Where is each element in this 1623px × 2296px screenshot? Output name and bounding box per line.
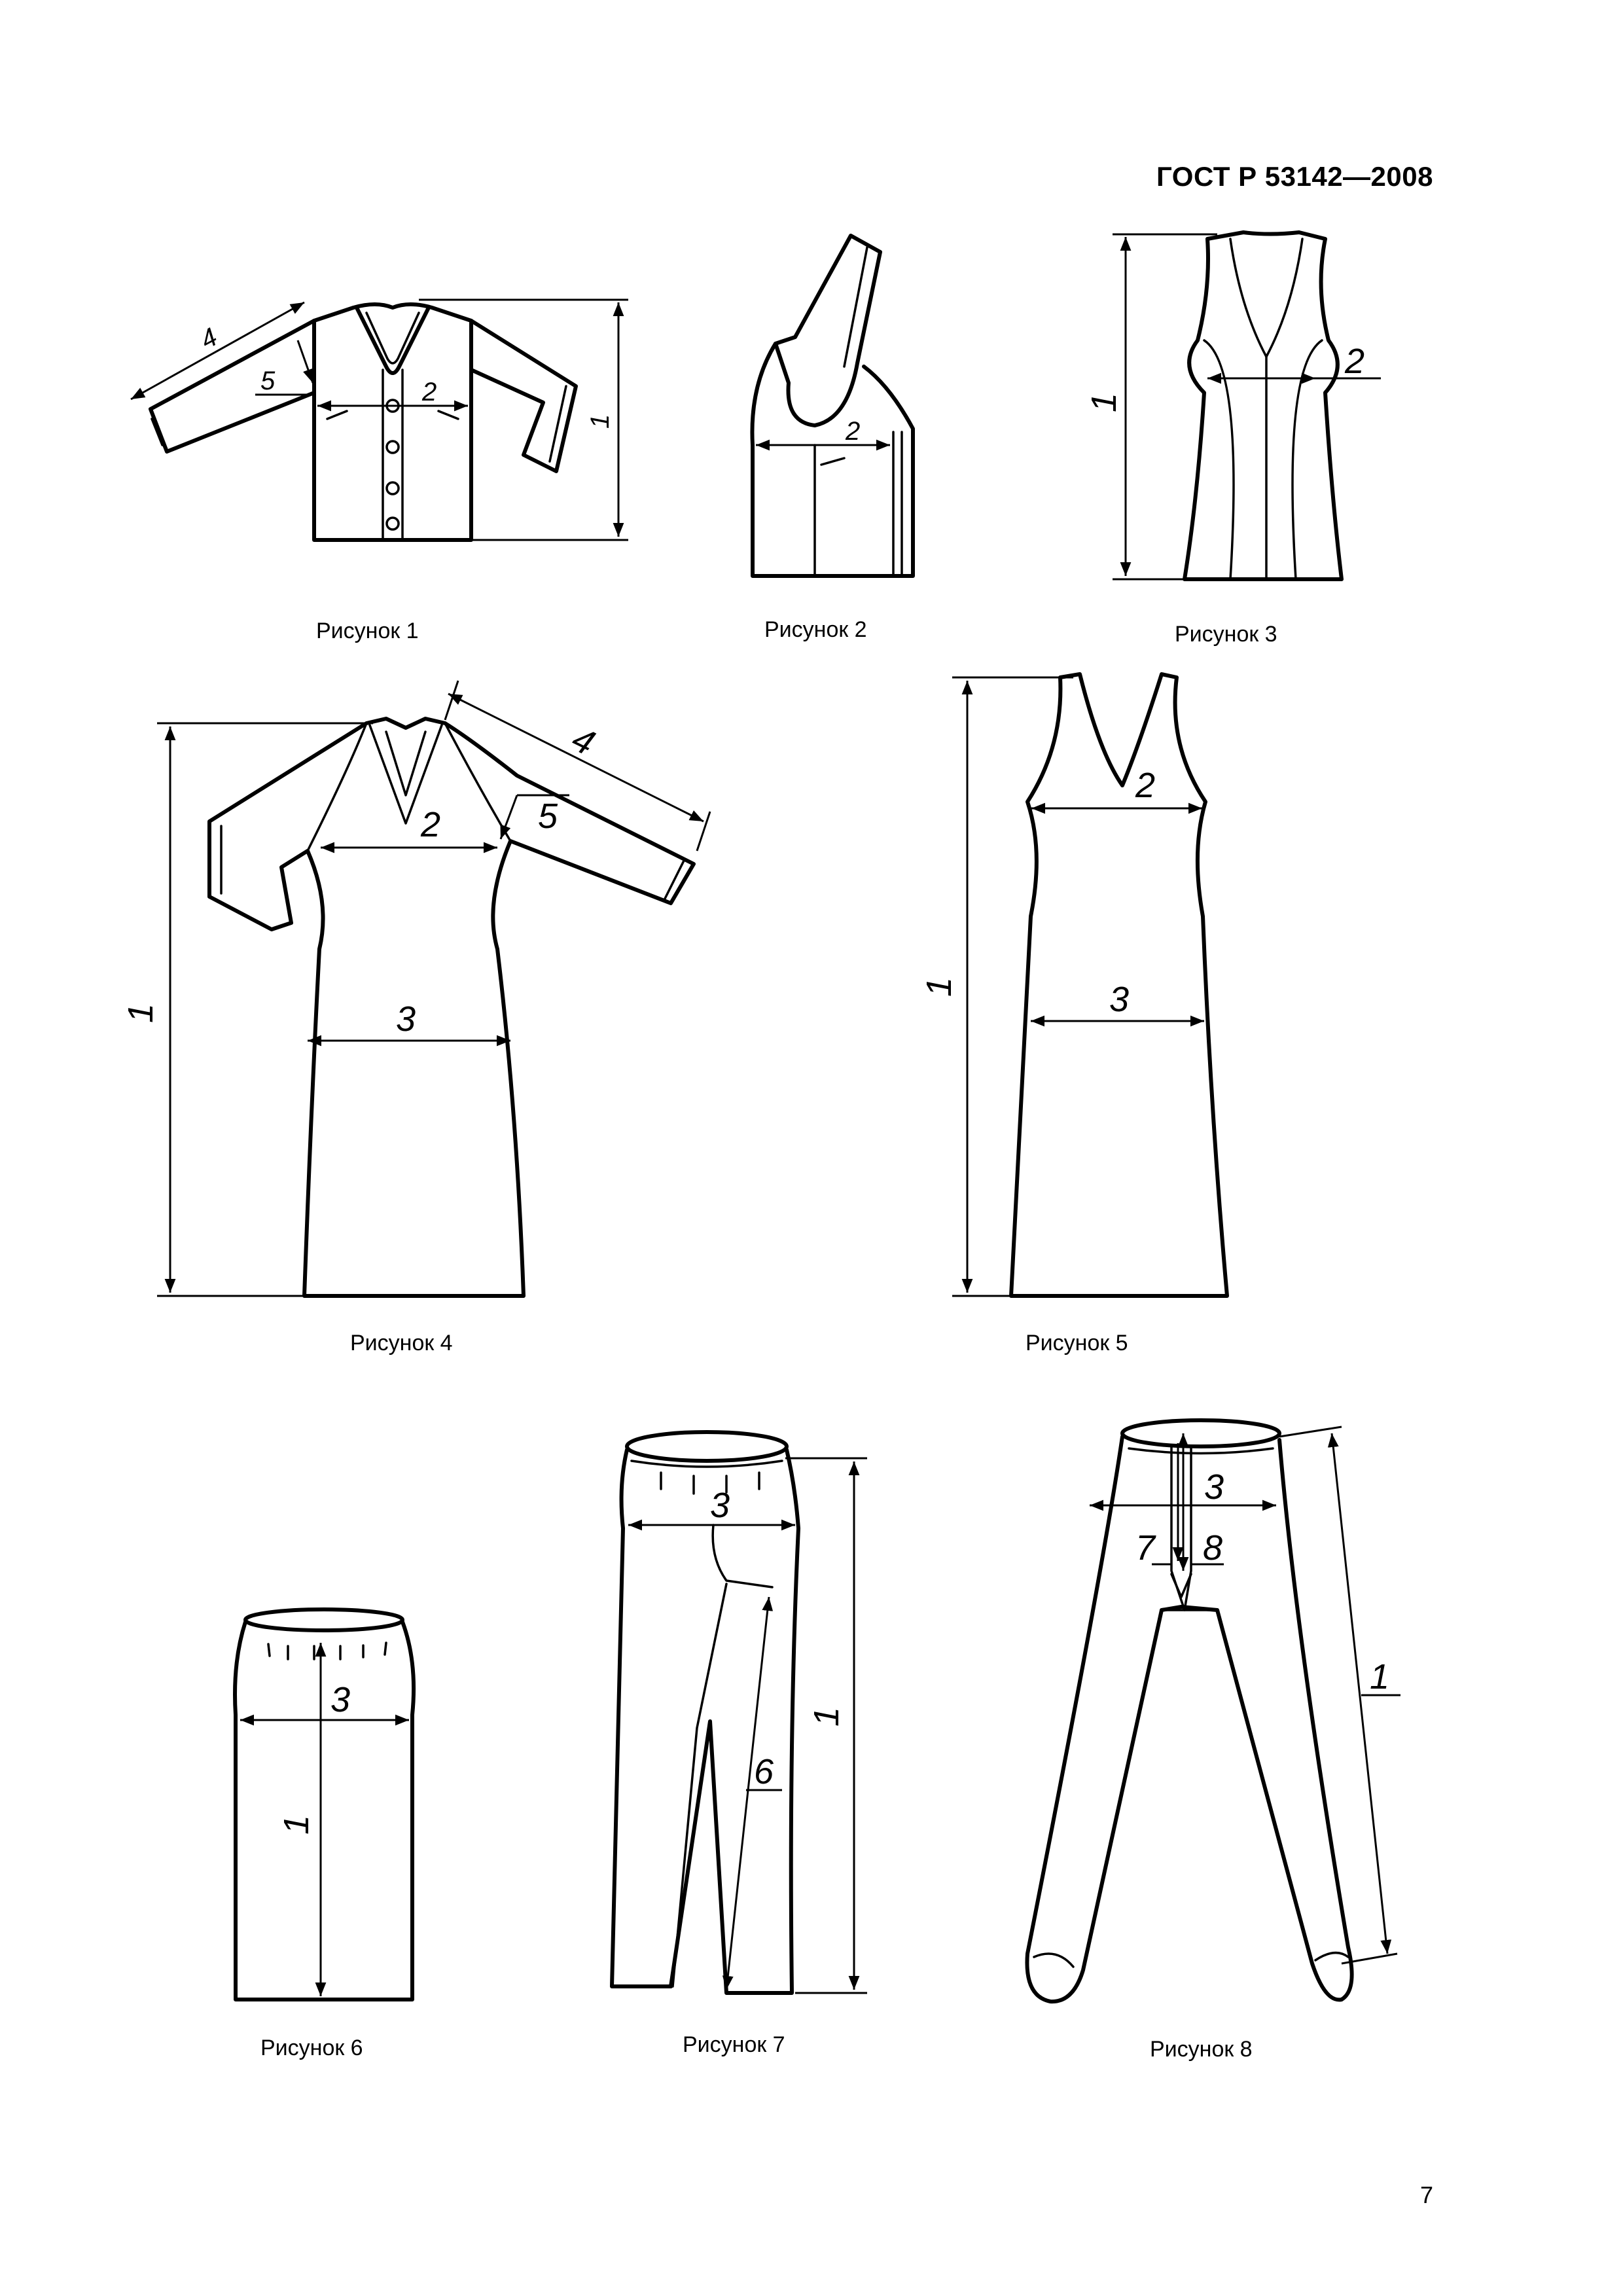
figure-1-cardigan: 4 5 2 1 Рисунок 1 [130,298,628,643]
fig4-label-1: 1 [121,1003,160,1023]
figure-4-caption: Рисунок 4 [350,1331,453,1355]
fig4-label-4: 4 [566,719,601,763]
fig8-label-1: 1 [1370,1657,1389,1696]
figure-7-caption: Рисунок 7 [683,2032,785,2057]
fig5-label-2: 2 [1135,766,1155,805]
fig6-label-3: 3 [330,1680,350,1719]
fig5-label-1: 1 [919,977,959,997]
figure-5-long-dress: 2 3 1 Рисунок 5 [919,672,1229,1355]
page-number: 7 [1420,2181,1434,2208]
fig3-label-1: 1 [1084,393,1124,412]
figure-6-caption: Рисунок 6 [260,2036,363,2060]
fig4-label-5: 5 [538,797,558,836]
fig8-label-7: 7 [1135,1528,1156,1568]
fig1-label-4: 4 [196,323,222,355]
fig3-label-2: 2 [1344,342,1364,381]
fig6-label-1: 1 [277,1815,316,1835]
figure-7-trousers: 3 1 6 Рисунок 7 [610,1430,867,2057]
figure-2-top: 2 Рисунок 2 [750,234,915,642]
figure-3-caption: Рисунок 3 [1175,622,1277,647]
figure-2-caption: Рисунок 2 [764,617,867,642]
fig8-label-3: 3 [1204,1467,1224,1507]
fig1-label-1: 1 [586,414,615,429]
document-header: ГОСТ Р 53142—2008 [1156,161,1433,192]
figure-1-caption: Рисунок 1 [316,619,419,643]
figure-8-caption: Рисунок 8 [1150,2037,1253,2062]
figure-6-skirt: 3 1 Рисунок 6 [233,1607,416,2060]
fig4-label-2: 2 [420,805,440,844]
fig7-label-3: 3 [710,1486,730,1525]
figure-4-dress: 1 2 3 4 5 Рисунок 4 [121,680,711,1355]
figure-5-caption: Рисунок 5 [1026,1331,1128,1355]
fig2-label-2: 2 [845,417,860,446]
fig7-label-1: 1 [807,1707,846,1727]
fig1-label-2: 2 [421,378,437,406]
fig8-label-8: 8 [1203,1528,1222,1568]
fig5-label-3: 3 [1109,980,1129,1019]
fig7-label-6: 6 [754,1752,774,1791]
fig4-label-3: 3 [396,999,416,1039]
fig1-label-5: 5 [260,367,276,395]
figure-8-leggings: 3 7 8 1 Рисунок 8 [1025,1418,1400,2062]
figure-3-vest: 1 2 Рисунок 3 [1084,230,1381,647]
